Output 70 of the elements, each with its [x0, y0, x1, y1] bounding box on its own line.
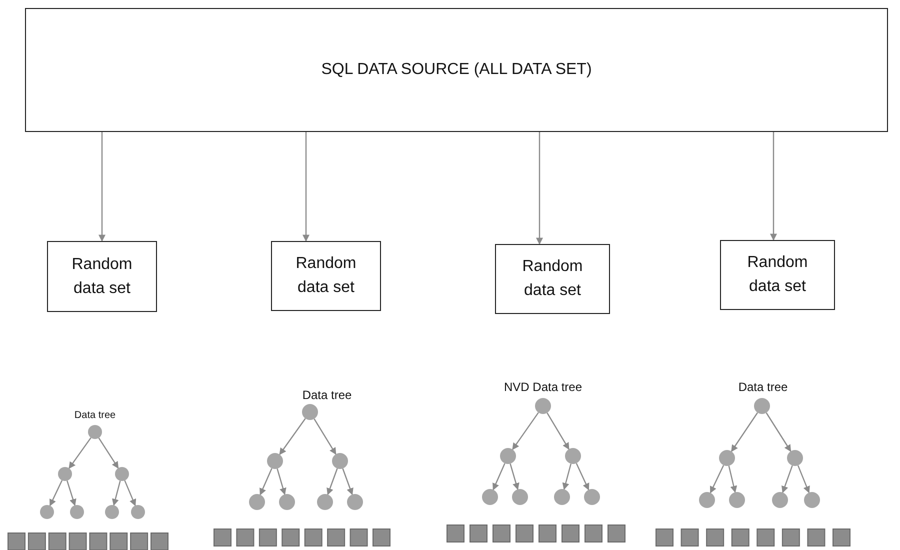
arrow — [492, 463, 506, 490]
data-set-box — [47, 241, 157, 312]
tree-caption: NVD Data tree — [504, 380, 582, 394]
arrow — [314, 418, 336, 455]
tree-node-circle — [131, 505, 145, 519]
arrow — [276, 468, 286, 495]
arrow — [68, 437, 92, 469]
arrow — [98, 438, 119, 469]
data-set-box — [495, 244, 610, 314]
arrow — [279, 418, 306, 456]
box-label: Random data set — [70, 254, 134, 298]
arrow — [124, 480, 136, 506]
box-label: Random data set — [521, 257, 584, 301]
tree-node-circle — [719, 450, 735, 466]
arrow — [782, 465, 793, 494]
arrow — [797, 465, 810, 494]
data-set-box — [720, 240, 835, 310]
tree-node-circle — [115, 467, 129, 481]
tree-node-circle — [70, 505, 84, 519]
tree-node-circle — [347, 494, 363, 510]
arrow — [342, 468, 354, 496]
arrow — [766, 412, 792, 452]
tree-node-circle — [332, 453, 348, 469]
tree-node-circle — [279, 494, 295, 510]
tree-node-circle — [267, 453, 283, 469]
tree-node-circle — [500, 448, 516, 464]
tree-node-circle — [804, 492, 820, 508]
tree-node-circle — [584, 489, 600, 505]
tree-node-circle — [787, 450, 803, 466]
tree-node-circle — [754, 398, 770, 414]
tree-node-circle — [699, 492, 715, 508]
arrow — [112, 480, 121, 506]
tree-node-circle — [512, 489, 528, 505]
box-label: Random data set — [294, 254, 358, 298]
arrow — [536, 132, 543, 245]
arrow — [770, 132, 777, 241]
arrow — [66, 480, 76, 506]
tree-node-circle — [58, 467, 72, 481]
tree-caption: Data tree — [738, 380, 788, 394]
tree-node-circle — [317, 494, 333, 510]
data-source-box — [25, 8, 888, 132]
arrow — [512, 412, 539, 450]
arrow — [260, 468, 272, 496]
tree-node-circle — [249, 494, 265, 510]
arrow — [576, 463, 590, 490]
arrow — [710, 464, 724, 494]
tree-node-circle — [88, 425, 102, 439]
arrow — [546, 412, 570, 450]
arrow — [98, 132, 106, 242]
arrow — [562, 464, 572, 490]
tree-caption: Data tree — [302, 388, 352, 402]
data-set-box — [271, 241, 381, 311]
tree-node-circle — [482, 489, 498, 505]
tree-node-circle — [105, 505, 119, 519]
tree-node-circle — [554, 489, 570, 505]
arrow — [49, 480, 63, 506]
tree-node-circle — [535, 398, 551, 414]
arrow — [730, 412, 758, 452]
tree-node-circle — [772, 492, 788, 508]
tree-node-circle — [729, 492, 745, 508]
arrow — [728, 466, 738, 493]
box-label: Random data set — [746, 253, 809, 297]
tree-node-circle — [302, 404, 318, 420]
tree-node-circle — [565, 448, 581, 464]
tree-node-circle — [40, 505, 54, 519]
arrow — [302, 132, 310, 242]
arrow — [510, 464, 520, 490]
arrow — [326, 468, 338, 496]
source-title: SQL DATA SOURCE (ALL DATA SET) — [321, 60, 592, 80]
tree-caption: Data tree — [74, 410, 116, 421]
